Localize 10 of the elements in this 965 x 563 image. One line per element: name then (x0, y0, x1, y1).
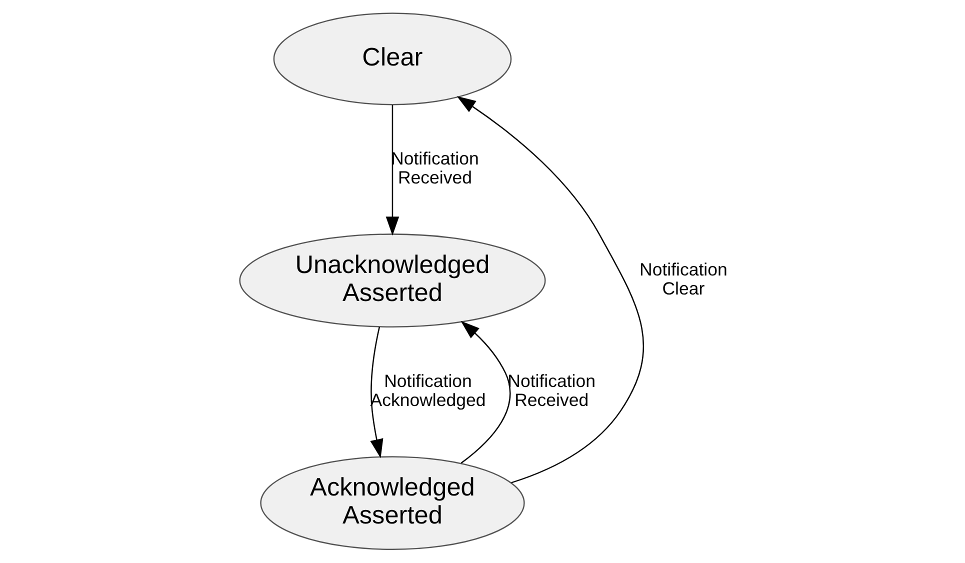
edge-label: Notification Received (390, 148, 478, 188)
node-ellipse: Clear (272, 12, 512, 106)
node-ellipse: Unacknowledged Asserted (238, 234, 546, 328)
arrow (385, 105, 399, 236)
edge-label: Notification Received (507, 370, 596, 410)
node-ellipse: Acknowledged Asserted (260, 456, 524, 550)
edge-label: Notification Clear (639, 260, 727, 299)
arrow (370, 326, 383, 458)
arrow (456, 96, 644, 484)
arrow (460, 320, 510, 464)
